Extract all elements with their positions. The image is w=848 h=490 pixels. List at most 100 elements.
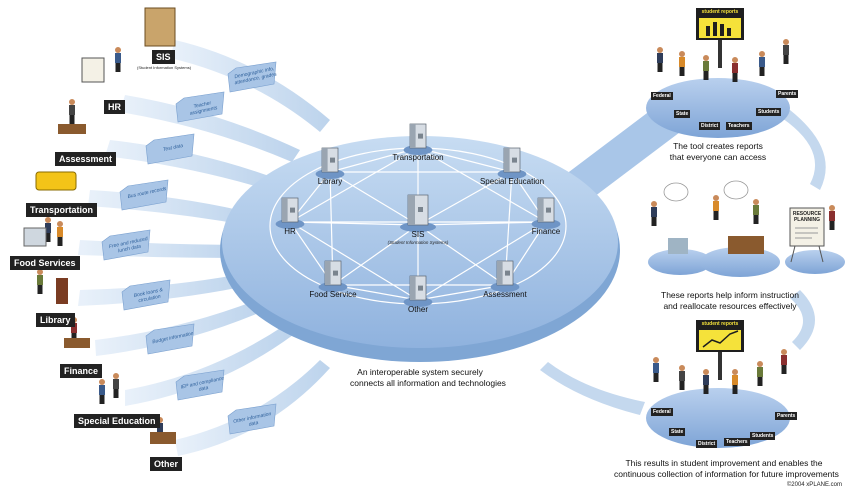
network-link-sis-library <box>329 171 419 226</box>
server-finance: Finance <box>531 197 561 236</box>
person-body <box>703 375 709 385</box>
person-figure <box>757 361 763 386</box>
lock-icon <box>418 207 423 212</box>
server-side <box>322 148 328 172</box>
node-sublabel-sis: (Student Information Systems) <box>388 240 449 245</box>
person-head <box>653 357 659 363</box>
person-figure <box>713 195 719 220</box>
person-body <box>69 105 75 115</box>
resources-platform-left <box>648 249 712 275</box>
server-side <box>538 198 544 222</box>
person-figure <box>679 365 685 390</box>
folder-icon <box>145 323 195 355</box>
desk-and-chair <box>668 236 764 254</box>
network-link-sis-food_service <box>332 224 419 286</box>
person-head <box>703 55 709 61</box>
role-tag-district-bottom: District <box>696 440 718 448</box>
flow-arrows <box>540 110 826 415</box>
node-label-sis: SIS <box>412 230 425 239</box>
folder-icon <box>145 133 195 165</box>
person-figure <box>783 39 789 64</box>
folder-icon <box>227 61 277 93</box>
source-label-transportation: Transportation <box>26 203 98 217</box>
person-head <box>732 369 738 375</box>
network-link-transportation-finance <box>417 147 547 223</box>
person-body <box>679 371 685 381</box>
person-body <box>753 205 759 215</box>
person-body <box>732 375 738 385</box>
network-link-finance-other <box>417 221 547 301</box>
person-legs <box>653 373 659 382</box>
person-head <box>759 51 765 57</box>
person-figure <box>679 51 685 76</box>
person-head <box>781 349 787 355</box>
person-body <box>99 385 105 395</box>
source-label-food-services: Food Services <box>10 256 80 270</box>
server-side <box>410 124 416 148</box>
person-body <box>57 227 63 237</box>
report-screen-title-top: student reports <box>701 9 739 15</box>
person-head <box>69 99 75 105</box>
report-screen-bottom <box>696 320 744 380</box>
person-body <box>713 201 719 211</box>
lock-icon <box>333 270 338 276</box>
node-label-special-education: Special Education <box>480 177 544 186</box>
server-special-education: Special Education <box>480 147 544 186</box>
person-legs <box>759 67 765 76</box>
lock-icon <box>418 285 423 291</box>
network-link-sis-assessment <box>417 224 506 286</box>
arrow-feedback <box>540 362 645 415</box>
person-body <box>732 63 738 73</box>
server-side <box>325 261 331 285</box>
node-label-transportation: Transportation <box>392 153 443 162</box>
person-body <box>781 355 787 365</box>
server-transportation: Transportation <box>392 123 444 162</box>
person-body <box>783 45 789 55</box>
network-link-other-assessment <box>417 284 506 301</box>
person-legs <box>783 55 789 64</box>
arrow-hr <box>120 95 300 162</box>
person-legs <box>45 233 51 242</box>
arrow-special <box>125 325 293 406</box>
role-tag-students-bottom: Students <box>750 432 776 440</box>
person-figure <box>753 199 759 224</box>
node-label-finance: Finance <box>532 227 561 236</box>
folder-icon <box>121 279 171 311</box>
results-caption-line-2: continuous collection of information for… <box>614 469 839 479</box>
person-body <box>71 323 77 333</box>
person-figure <box>829 205 835 230</box>
person-body <box>829 211 835 221</box>
person-legs <box>99 395 105 404</box>
person-head <box>713 195 719 201</box>
person-head <box>829 205 835 211</box>
person-head <box>57 221 63 227</box>
person-head <box>651 201 657 207</box>
person-legs <box>657 63 663 72</box>
person-figure <box>759 51 765 76</box>
person-head <box>783 39 789 45</box>
person-legs <box>703 385 709 394</box>
source-label-other: Other <box>150 457 183 471</box>
source-label-assessment: Assessment <box>55 152 117 166</box>
person-legs <box>732 385 738 394</box>
server-library: Library <box>315 147 345 186</box>
lock-icon <box>290 207 295 213</box>
person-figure <box>653 357 659 382</box>
thought-bubble-2 <box>723 180 749 200</box>
source-sublabel-sis: (Student Information Systems) <box>137 65 192 70</box>
source-label-hr: HR <box>104 100 125 114</box>
arrow-to-resources <box>782 110 826 190</box>
role-tag-federal-bottom: Federal <box>651 408 673 416</box>
network-caption-line-1: An interoperable system securely <box>357 367 483 377</box>
server-side <box>497 261 503 285</box>
role-tag-students-top: Students <box>756 108 782 116</box>
other-desk <box>150 432 176 444</box>
node-label-assessment: Assessment <box>483 290 527 299</box>
person-body <box>703 61 709 71</box>
person-head <box>753 199 759 205</box>
resources-caption-line-2: and reallocate resources effectively <box>663 301 797 311</box>
source-label-finance: Finance <box>60 364 103 378</box>
folder-icon <box>119 179 169 211</box>
finance-desk <box>64 338 90 348</box>
